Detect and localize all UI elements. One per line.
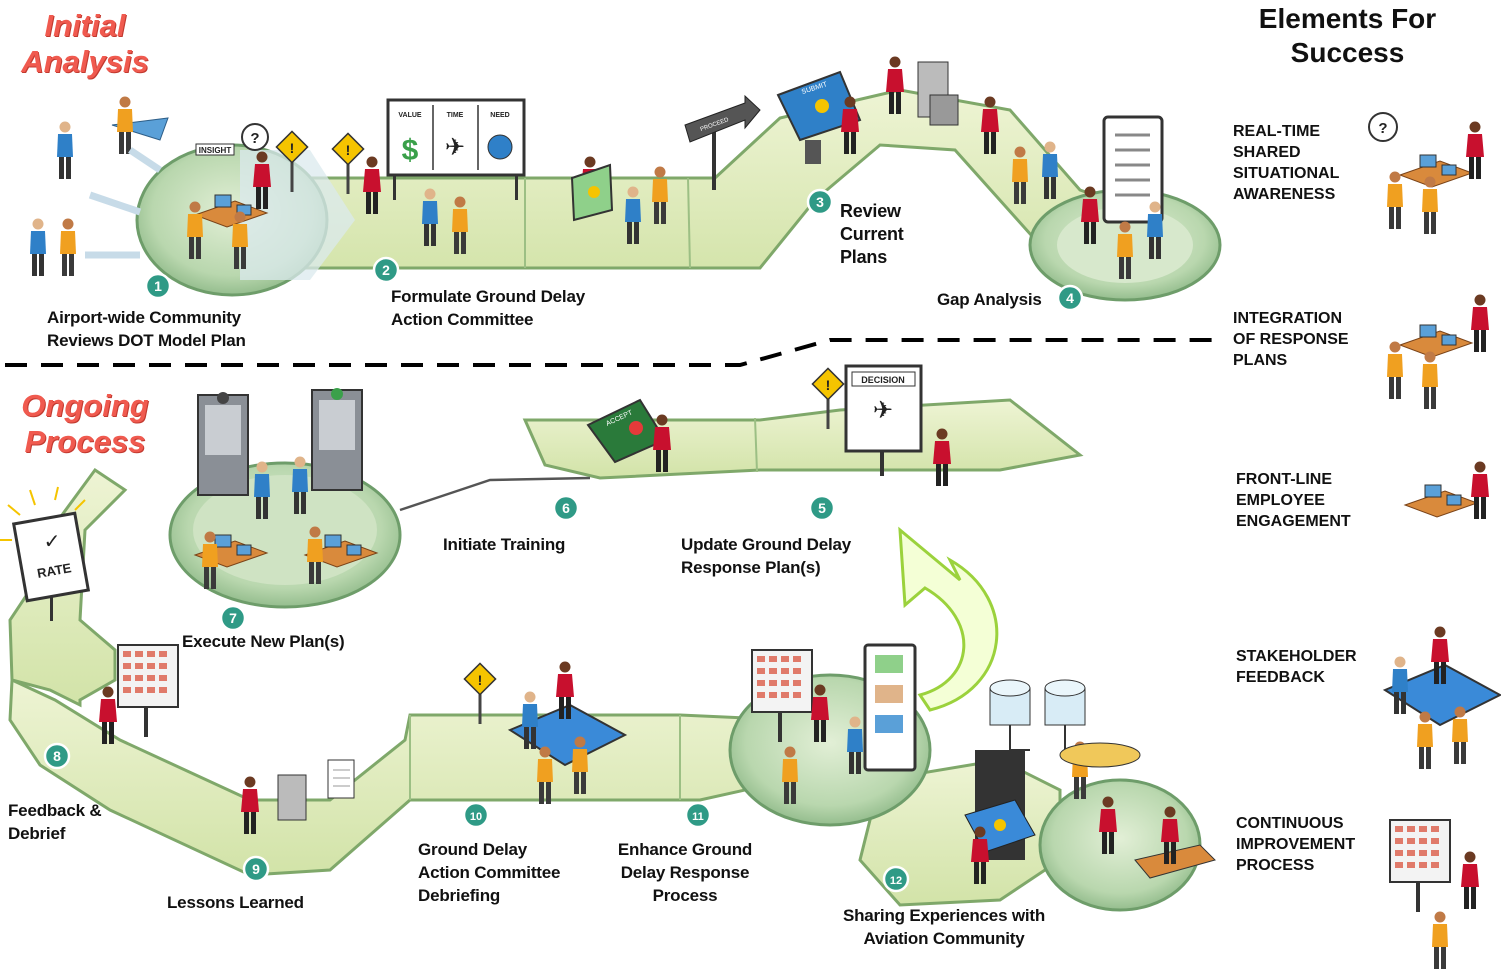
step-12-badge: 12 <box>882 865 910 893</box>
step-3-scene: SUBMIT <box>776 56 959 164</box>
element-illus-2 <box>1387 294 1489 409</box>
step-10-label: Ground Delay Action Committee Debriefing <box>418 840 561 905</box>
svg-text:DECISION: DECISION <box>861 375 905 385</box>
step-1-label: Airport-wide Community Reviews DOT Model… <box>47 308 246 350</box>
step-5-badge: 5 <box>808 494 836 522</box>
step-11-label: Enhance Ground Delay Response Process <box>617 840 753 905</box>
element-situational-awareness: REAL-TIME SHARED SITUATIONAL AWARENESS <box>1233 123 1340 203</box>
step-6-badge: 6 <box>552 494 580 522</box>
initial-analysis-title: Initial Analysis <box>21 8 149 79</box>
feedback-arrow <box>898 526 999 712</box>
step-9-badge: 9 <box>242 855 270 883</box>
element-continuous-improvement: CONTINUOUS IMPROVEMENT PROCESS <box>1236 815 1356 874</box>
svg-text:TIME: TIME <box>447 112 464 119</box>
step-8-label: Feedback & Debrief <box>8 801 102 843</box>
step-5-number: 5 <box>818 500 826 516</box>
step-2-number: 2 <box>382 262 390 278</box>
element-illus-4 <box>1382 626 1501 769</box>
step-10-scene <box>507 661 628 804</box>
svg-text:✈: ✈ <box>445 133 465 161</box>
step-10-badge: 10 <box>462 801 490 829</box>
svg-text:RATE: RATE <box>36 560 73 581</box>
step-12-label: Sharing Experiences with Aviation Commun… <box>842 906 1046 948</box>
ongoing-process-title: Ongoing Process <box>21 388 149 459</box>
step-3-label: Review Current Plans <box>840 201 904 267</box>
step-9-scene <box>241 759 355 834</box>
element-illus-3 <box>1404 461 1489 519</box>
svg-text:VALUE: VALUE <box>398 112 422 119</box>
step-7-scene <box>194 388 378 589</box>
step-12-scene <box>964 679 1216 884</box>
step-11-number: 11 <box>692 811 704 823</box>
step-1-number: 1 <box>154 278 162 294</box>
svg-text:?: ? <box>250 130 259 147</box>
step-4-badge: 4 <box>1056 284 1084 312</box>
step-6-label: Initiate Training <box>443 535 566 554</box>
element-illus-5 <box>1389 819 1479 969</box>
svg-text:NEED: NEED <box>490 112 509 119</box>
element-front-line-engagement: FRONT-LINE EMPLOYEE ENGAGEMENT <box>1236 471 1351 530</box>
review-plans-scene: PROCEED <box>570 94 761 244</box>
step-8-number: 8 <box>53 748 61 764</box>
step-2-label: Formulate Ground Delay Action Committee <box>391 287 585 329</box>
step-6-scene: ACCEPT <box>586 398 671 472</box>
arriving-people <box>30 96 169 276</box>
step-5-label: Update Ground Delay Response Plan(s) <box>681 535 852 577</box>
svg-text:?: ? <box>1378 120 1387 137</box>
element-integration-response-plans: INTEGRATION OF RESPONSE PLANS <box>1233 310 1349 369</box>
step-2-badge: 2 <box>372 256 400 284</box>
step-1-scene: ? INSIGHT <box>187 123 271 269</box>
step-12-number: 12 <box>890 875 902 887</box>
step-4-label: Gap Analysis <box>937 290 1042 309</box>
step-6-number: 6 <box>562 500 570 516</box>
step-11-badge: 11 <box>684 801 712 829</box>
initial-analysis-path <box>201 88 1178 287</box>
element-stakeholder-feedback: STAKEHOLDER FEEDBACK <box>1236 648 1357 686</box>
step-7-label: Execute New Plan(s) <box>182 632 345 651</box>
step-9-number: 9 <box>252 861 260 877</box>
element-illus-1: ? <box>1368 112 1484 234</box>
step-8-badge: 8 <box>43 742 71 770</box>
svg-text:✓: ✓ <box>44 529 61 553</box>
step-11-scene <box>751 643 917 804</box>
step-4-number: 4 <box>1066 290 1074 306</box>
section-divider <box>5 338 1225 367</box>
step-3-number: 3 <box>816 194 824 210</box>
step-1-badge: 1 <box>144 272 172 300</box>
step-5-scene: DECISION ✈ <box>811 364 951 486</box>
step-7-number: 7 <box>229 610 237 626</box>
step-9-label: Lessons Learned <box>167 893 304 912</box>
svg-text:$: $ <box>402 134 419 167</box>
elements-for-success-title: Elements For Success <box>1258 3 1437 68</box>
step-7-badge: 7 <box>219 604 247 632</box>
svg-text:✈: ✈ <box>873 396 893 424</box>
step-3-badge: 3 <box>806 188 834 216</box>
step-10-number: 10 <box>470 811 482 823</box>
rate-sign: ✓ RATE <box>0 486 91 621</box>
step-2-scene: VALUE TIME NEED $ ✈ <box>363 98 526 254</box>
insight-sign: INSIGHT <box>199 146 232 155</box>
step-4-scene <box>981 96 1164 279</box>
